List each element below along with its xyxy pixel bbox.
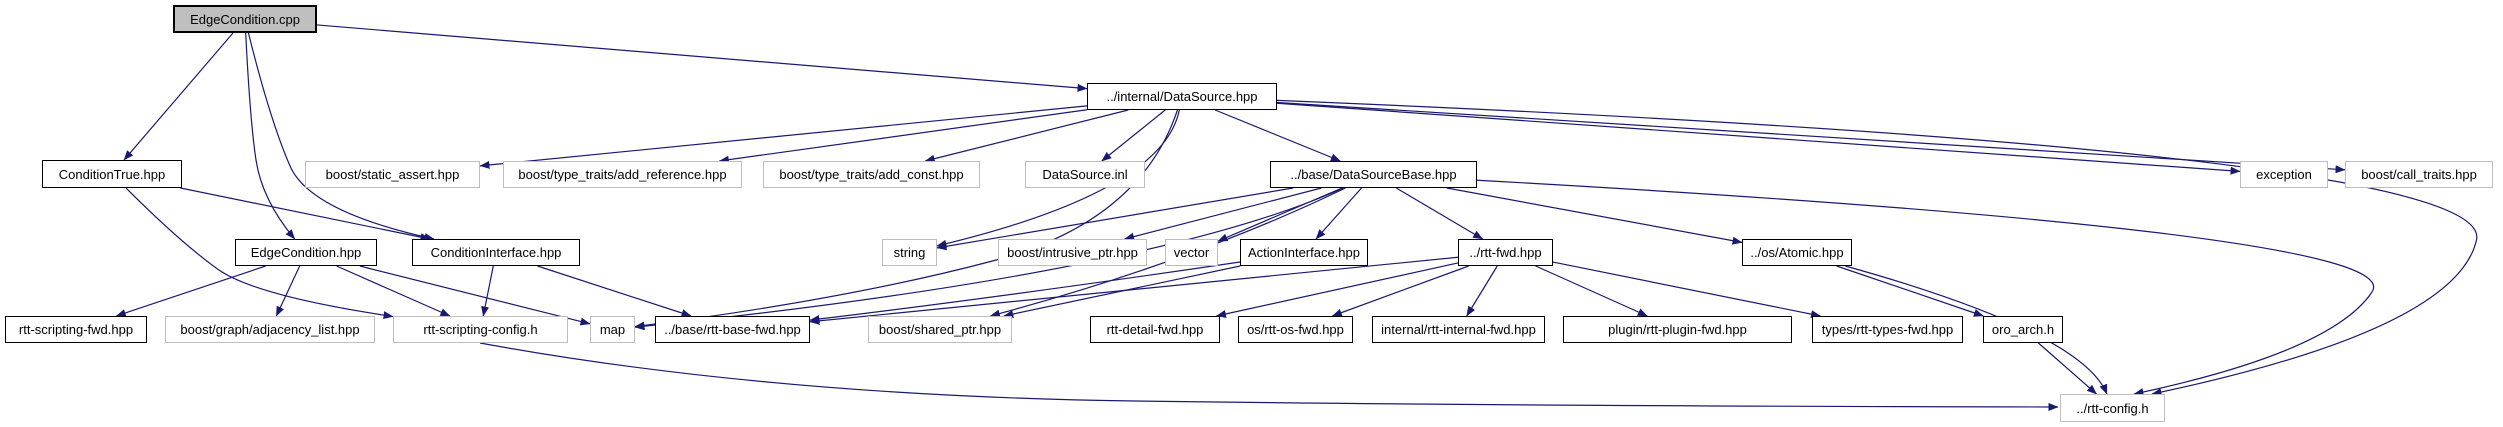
graph-node-calltraits: boost/call_traits.hpp (2345, 161, 2493, 188)
graph-node-detailfwd[interactable]: rtt-detail-fwd.hpp (1090, 316, 1220, 343)
edge-cpp-ds (316, 24, 1088, 92)
graph-node-sfwd[interactable]: rtt-scripting-fwd.hpp (5, 316, 147, 343)
graph-node-iptr: boost/intrusive_ptr.hpp (998, 239, 1147, 266)
edge-ehpp-adjlist (275, 265, 301, 317)
edge-ctrue-sconf (125, 187, 394, 320)
edge-ds-conf (1276, 99, 2478, 396)
edge-dsb-str (936, 187, 1294, 251)
edge-cif-sconf (481, 265, 494, 317)
graph-node-osfwd[interactable]: os/rtt-os-fwd.hpp (1238, 316, 1353, 343)
graph-node-pluginfwd[interactable]: plugin/rtt-plugin-fwd.hpp (1563, 316, 1792, 343)
edge-ds-sassert (479, 105, 1088, 169)
graph-node-str: string (882, 239, 937, 266)
edge-cpp-ctrue (123, 32, 234, 161)
edge-ehpp-map (359, 265, 591, 326)
graph-node-map: map (590, 316, 635, 343)
graph-node-cpp: EdgeCondition.cpp (173, 5, 317, 33)
edge-cif-basefwd (537, 265, 692, 317)
edge-dsb-aif (1315, 187, 1362, 240)
edge-rttfwd-pluginfwd (1535, 265, 1648, 317)
edge-dsb-rttfwd (1396, 187, 1484, 240)
edge-oroarch-conf (2037, 342, 2097, 395)
graph-node-addref: boost/type_traits/add_reference.hpp (503, 161, 742, 188)
edge-ctrue-cif (180, 187, 431, 242)
edge-ehpp-sfwd (115, 265, 266, 317)
graph-node-addconst: boost/type_traits/add_const.hpp (763, 161, 980, 188)
edge-ds-calltraits (1276, 101, 2346, 174)
edge-dsb-atomic (1446, 187, 1743, 245)
edge-dsb-map (634, 187, 1344, 331)
graph-node-sconf: rtt-scripting-config.h (393, 316, 568, 343)
edge-ds-dsb (1214, 109, 1341, 162)
graph-node-cif[interactable]: ConditionInterface.hpp (412, 239, 580, 266)
edge-rttfwd-osfwd (1331, 265, 1469, 317)
edge-sconf-conf (479, 342, 2059, 411)
graph-node-ds[interactable]: ../internal/DataSource.hpp (1087, 83, 1277, 110)
graph-node-typesfwd[interactable]: types/rtt-types-fwd.hpp (1812, 316, 1963, 343)
graph-node-conf: ../rtt-config.h (2060, 394, 2165, 422)
graph-node-sassert: boost/static_assert.hpp (305, 161, 480, 188)
edge-ds-exc (1276, 102, 2241, 175)
edge-aif-basefwd (809, 261, 1241, 323)
graph-node-aif[interactable]: ActionInterface.hpp (1240, 239, 1368, 266)
graph-node-oroarch[interactable]: oro_arch.h (1983, 316, 2063, 343)
graph-node-exc: exception (2240, 161, 2328, 188)
edge-ds-addref (718, 109, 1088, 164)
edge-cpp-ehpp (245, 32, 296, 240)
edge-cpp-cif (247, 32, 435, 241)
graph-node-sptr: boost/shared_ptr.hpp (868, 316, 1012, 343)
graph-node-ctrue[interactable]: ConditionTrue.hpp (42, 160, 182, 188)
edge-dsb-conf (1476, 179, 2375, 396)
edge-rttfwd-typesfwd (1552, 261, 1822, 319)
edge-ds-addconst (924, 109, 1129, 163)
graph-node-vec: vector (1165, 239, 1218, 266)
graph-node-atomic[interactable]: ../os/Atomic.hpp (1742, 239, 1852, 266)
edge-atomic-oroarch (1836, 265, 1984, 317)
graph-node-rttfwd[interactable]: ../rtt-fwd.hpp (1458, 239, 1553, 266)
edge-ehpp-sconf (336, 265, 451, 317)
edge-ds-dsinl (1101, 109, 1166, 162)
edge-rttfwd-internalfwd (1466, 265, 1498, 317)
edge-rttfwd-detailfwd (1215, 262, 1459, 318)
graph-node-basefwd[interactable]: ../base/rtt-base-fwd.hpp (655, 316, 810, 343)
graph-node-internalfwd[interactable]: internal/rtt-internal-fwd.hpp (1372, 316, 1545, 343)
edge-dsb-iptr (1124, 187, 1322, 241)
graph-node-dsb[interactable]: ../base/DataSourceBase.hpp (1270, 161, 1477, 188)
edge-rttfwd-basefwd (809, 256, 1459, 325)
graph-node-dsinl: DataSource.inl (1025, 161, 1145, 188)
graph-node-ehpp[interactable]: EdgeCondition.hpp (235, 239, 377, 266)
graph-node-adjlist: boost/graph/adjacency_list.hpp (165, 316, 375, 343)
